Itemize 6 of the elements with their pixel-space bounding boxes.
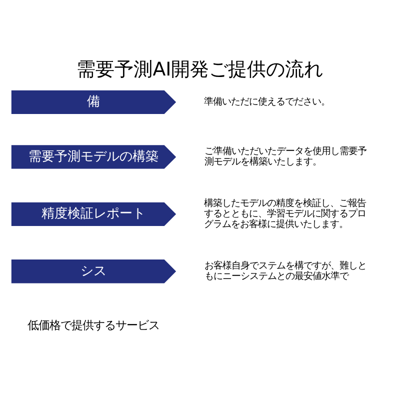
- label: 低価格で提供するサービス: [28, 318, 160, 332]
- node-label: お客様自身でステムを構ですが、難しともにニーシステムとの最安値水準で: [204, 260, 366, 282]
- diagram-title: 需要予測AI開発ご提供の流れ: [76, 58, 324, 81]
- node-label: 構築したモデルの精度を検証し、ご報告するとともに、学習モデルに関するプログラムをお客様に提供いたします。: [204, 198, 366, 230]
- node-label: ご準備いただいたデータを使用し需要予測モデルを構築いたします。: [204, 146, 366, 168]
- node-label: 準備いただに使えるでださい。: [204, 96, 330, 108]
